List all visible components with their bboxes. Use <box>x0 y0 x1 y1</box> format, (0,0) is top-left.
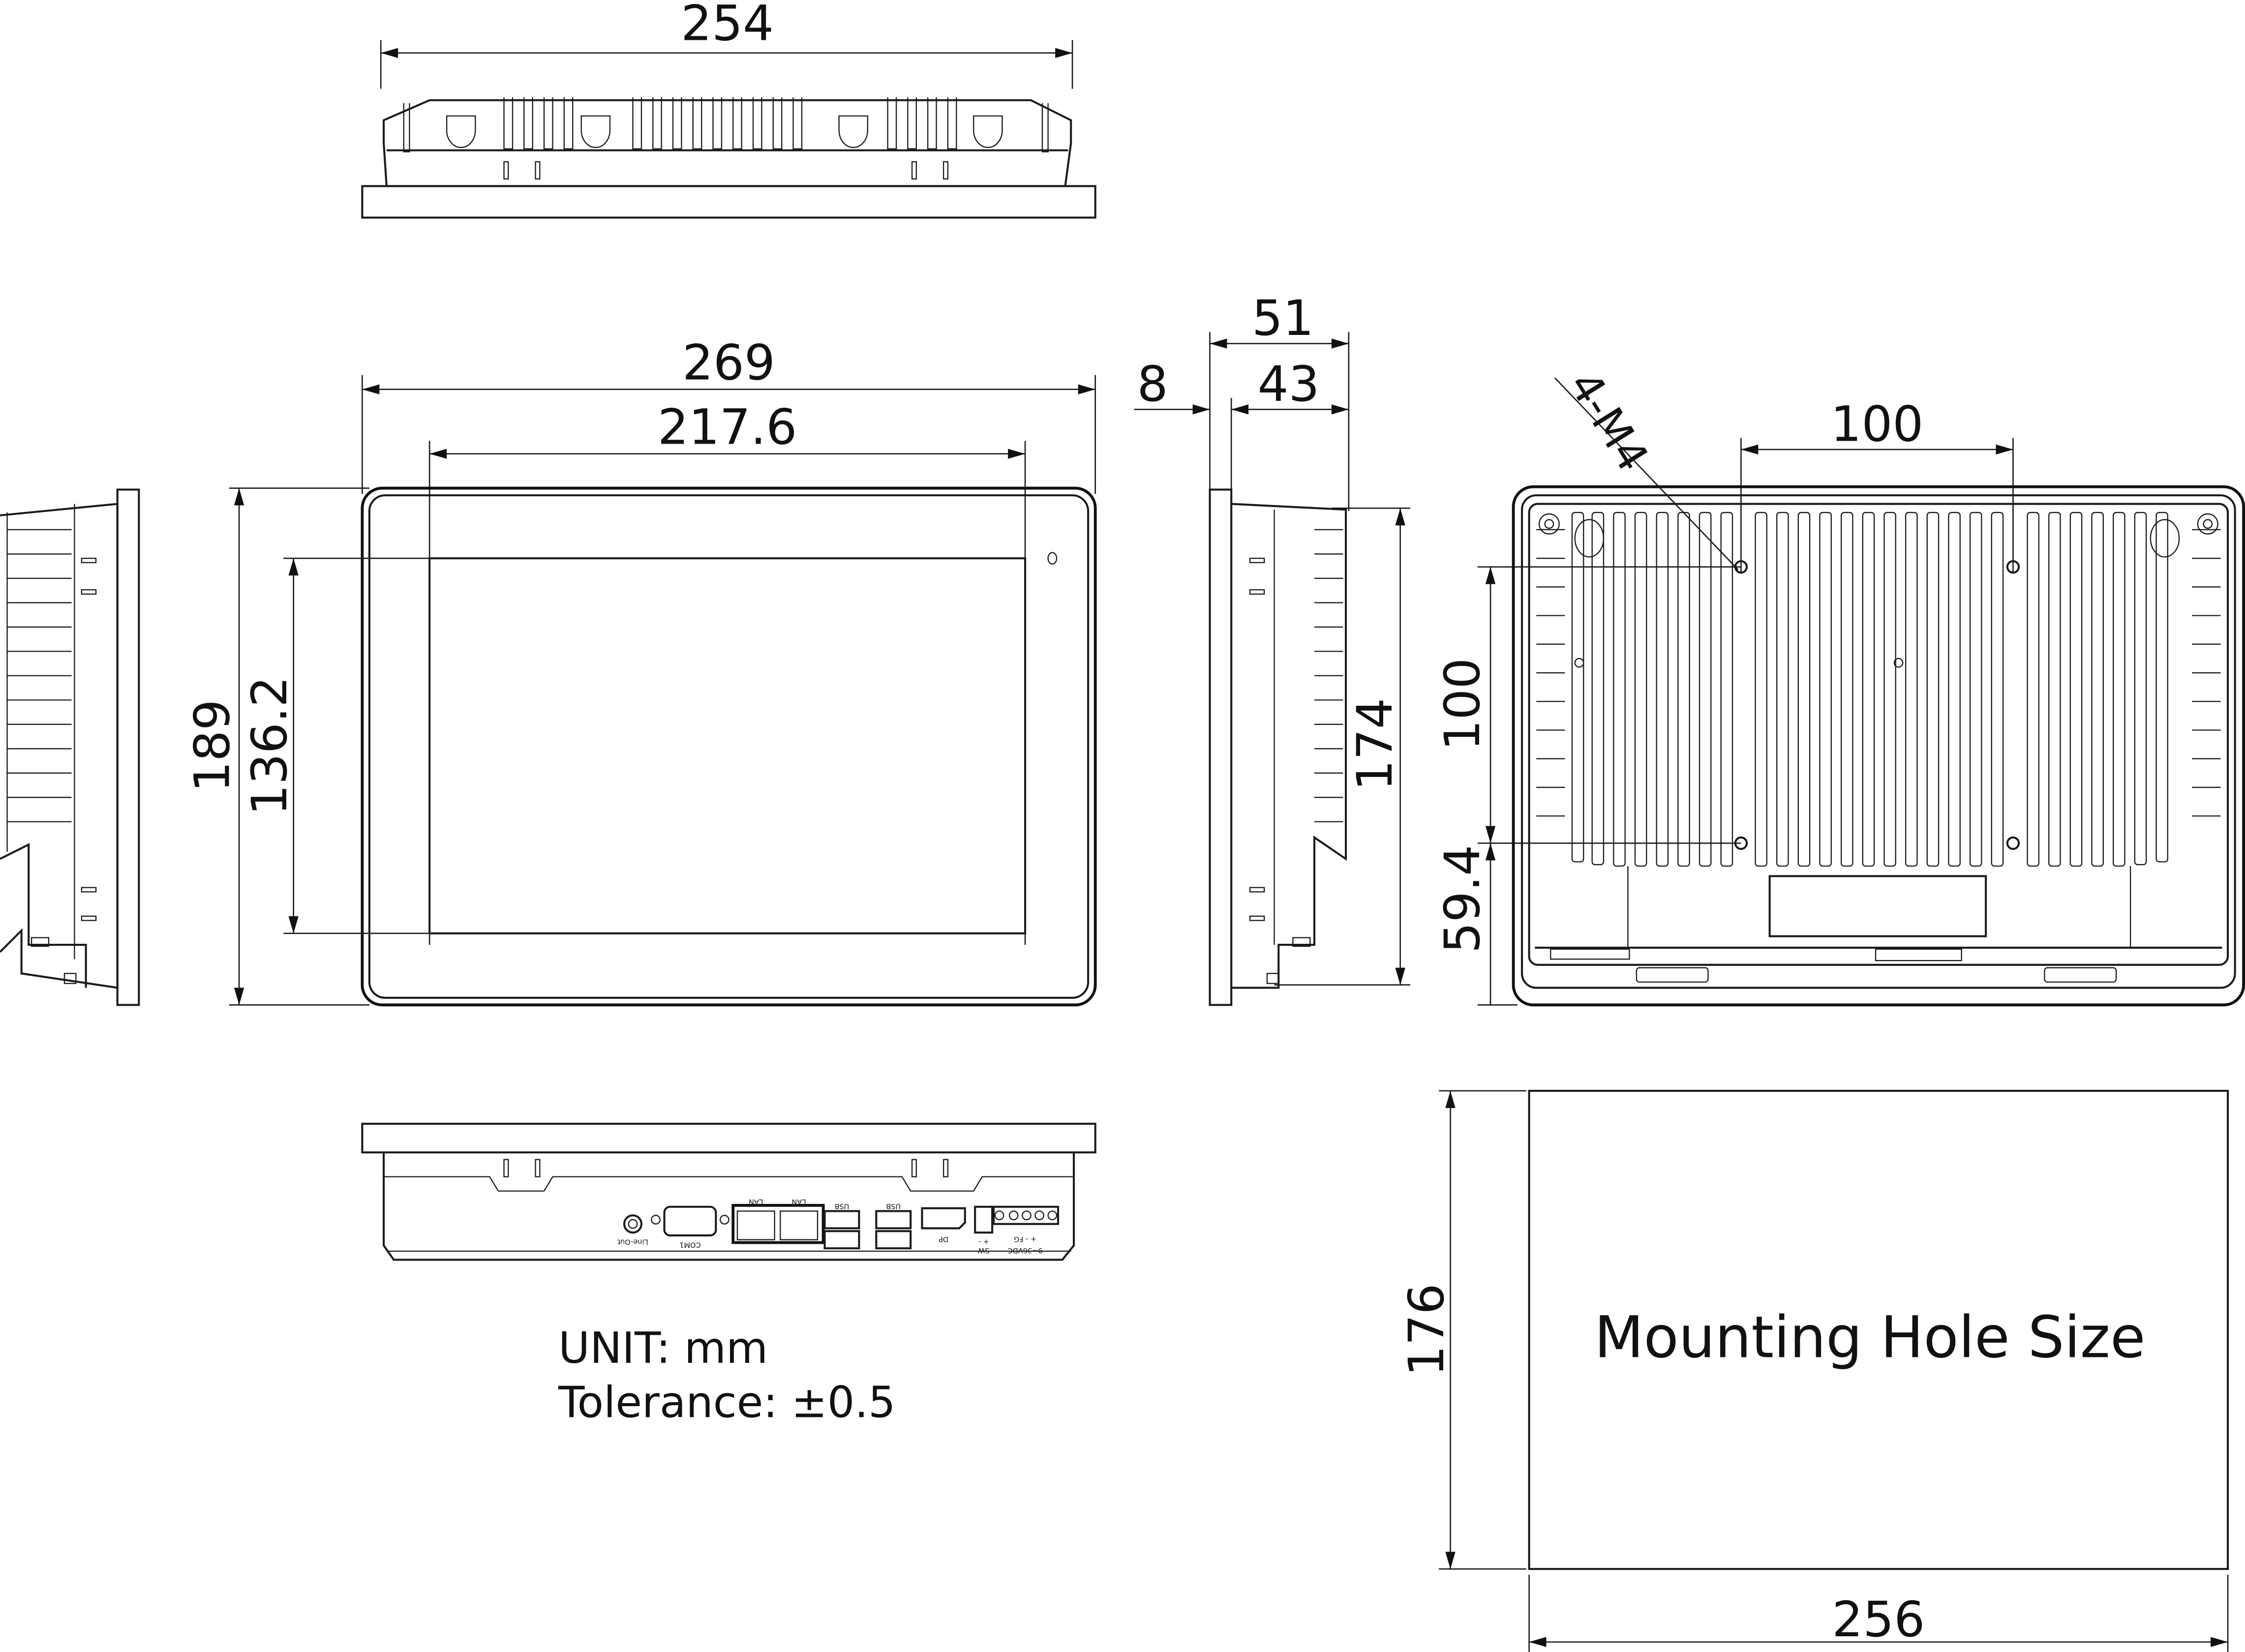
port-label-usb-2: USB <box>886 1202 901 1210</box>
back-view: 4-M4 100 100 59.4 <box>1434 362 2245 1007</box>
dim-43: 43 <box>1258 356 1320 413</box>
dim-vesa-100-v: 100 <box>1434 658 1491 751</box>
dim-51: 51 <box>1252 290 1314 347</box>
port-label-sw: SW <box>978 1246 990 1255</box>
port-label-dp: DP <box>939 1235 948 1243</box>
usb-port-icon <box>875 1210 912 1230</box>
dim-vesa-100-h: 100 <box>1831 396 1924 453</box>
port-label-usb-1: USB <box>835 1202 849 1210</box>
displayport-icon <box>921 1207 966 1230</box>
port-lan: LAN LAN <box>731 1198 825 1244</box>
port-label-power: 9~36VDC <box>1007 1246 1042 1255</box>
dim-vesa-offset-59-4: 59.4 <box>1434 845 1491 953</box>
screen-active-area <box>428 557 1027 934</box>
port-pins-sw: + - <box>978 1238 989 1246</box>
bottom-view-io-panel: Line-Out COM1 LAN LAN USB USB <box>361 1122 1096 1261</box>
vesa-hole-icon <box>1734 560 1748 574</box>
dim-254: 254 <box>681 0 774 52</box>
dim-189: 189 <box>184 699 241 792</box>
led-indicator-icon <box>1047 552 1058 565</box>
dim-269: 269 <box>682 334 775 391</box>
switch-connector-icon <box>974 1205 994 1234</box>
usb-port-icon <box>823 1210 860 1230</box>
port-label-lan-2: LAN <box>792 1198 806 1206</box>
port-sw: SW + - <box>974 1205 994 1255</box>
db9-connector-icon <box>663 1205 717 1237</box>
top-view: 254 <box>361 0 1096 219</box>
vesa-hole-icon <box>1734 836 1748 850</box>
port-label-com1: COM1 <box>679 1241 700 1249</box>
port-power: 9~36VDC + - FG <box>992 1205 1060 1255</box>
mounting-hole-cutout: 176 256 Mounting Hole Size <box>1398 1089 2229 1652</box>
dim-176: 176 <box>1398 1284 1455 1377</box>
vesa-hole-icon <box>2006 836 2020 850</box>
screw-callout-4-m4: 4-M4 <box>1559 362 1658 480</box>
rj45-icon <box>780 1210 819 1240</box>
tolerance-note: Tolerance: ±0.5 <box>558 1378 896 1428</box>
dim-217-6: 217.6 <box>658 399 797 455</box>
label-plate <box>1768 875 1987 937</box>
port-label-line-out: Line-Out <box>617 1238 648 1246</box>
rj45-icon <box>736 1210 775 1240</box>
unit-note: UNIT: mm <box>558 1323 768 1373</box>
dim-136-2: 136.2 <box>242 676 298 815</box>
audio-jack-icon <box>623 1214 643 1234</box>
dim-256: 256 <box>1832 1592 1925 1648</box>
port-pins-power: + - FG <box>1014 1235 1036 1243</box>
vesa-hole-icon <box>2006 560 2020 574</box>
port-label-lan-1: LAN <box>749 1198 763 1206</box>
terminal-block-icon <box>992 1205 1060 1225</box>
dim-8: 8 <box>1137 356 1168 413</box>
port-line-out: Line-Out <box>617 1214 648 1246</box>
right-side-view: 51 8 43 174 <box>1134 290 1411 1006</box>
left-side-view <box>0 488 140 1006</box>
front-view: 269 217.6 189 136.2 <box>184 334 1097 1007</box>
usb-port-icon <box>823 1230 860 1250</box>
port-dp: DP <box>921 1207 966 1243</box>
usb-port-icon <box>875 1230 912 1250</box>
port-usb: USB USB <box>823 1202 912 1250</box>
dim-174: 174 <box>1347 698 1403 791</box>
mounting-hole-label: Mounting Hole Size <box>1594 1304 2146 1371</box>
port-com1: COM1 <box>651 1205 729 1249</box>
